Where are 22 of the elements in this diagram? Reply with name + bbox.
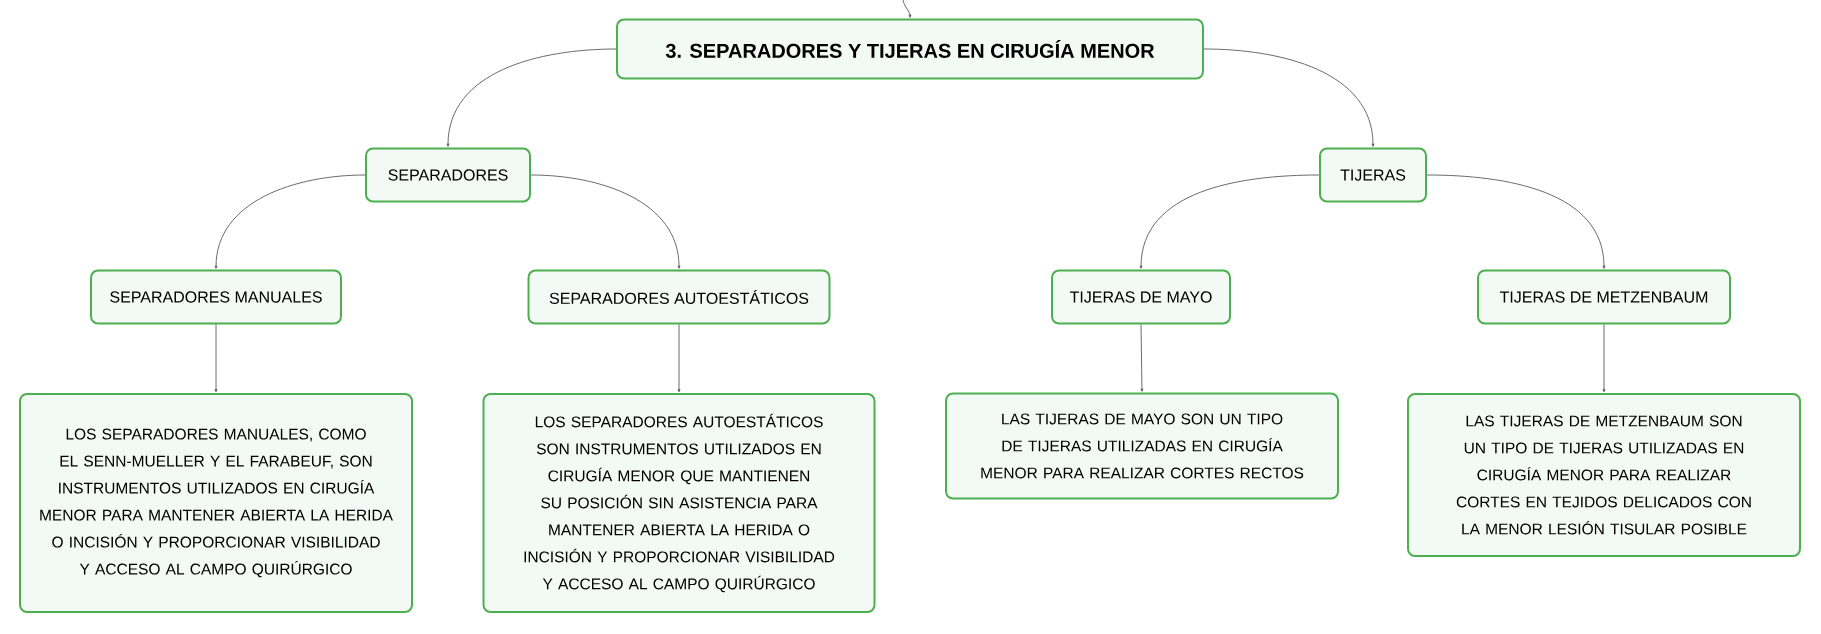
connector-arrow [1602,324,1606,393]
subtopic-box: SEPARADORES MANUALES [90,269,342,325]
connector-arrow [214,174,366,269]
connector-arrow [1426,174,1606,269]
connector-arrow [446,48,617,147]
description-box: LAS TIJERAS DE METZENBAUM SON UN TIPO DE TIJERAS UTILIZADAS EN CIRUGÍA MENOR PARA REALIZAR CORTES EN TEJIDOS DELICADOS CON LA MENOR LESIÓN TISULAR POSIBLE [1407,393,1801,557]
subtopic-box: SEPARADORES AUTOESTÁTICOS [527,269,831,325]
connector-arrow [1139,174,1320,269]
subtopic-box: TIJERAS [1319,147,1427,203]
description-box: LOS SEPARADORES MANUALES, COMO EL SENN-MUELLER Y EL FARABEUF, SON INSTRUMENTOS UTILIZADOS EN CIRUGÍA MENOR PARA MANTENER ABIERTA LA HERIDA O INCISIÓN Y PROPORCIONAR VISIBILIDAD Y ACCESO AL CAMPO QUIRÚRGICO [19,393,413,613]
connector-arrow [1203,48,1375,147]
connector-arrow [530,174,681,269]
subtopic-box: TIJERAS DE MAYO [1051,269,1231,325]
connector-arrow [902,0,912,18]
connector-arrow [1140,324,1144,392]
subtopic-box: TIJERAS DE METZENBAUM [1477,269,1731,325]
topic-box: 3. SEPARADORES Y TIJERAS EN CIRUGÍA MENOR [616,18,1204,80]
subtopic-box: SEPARADORES [365,147,531,203]
connector-arrow [214,324,218,393]
connector-arrow [677,324,681,393]
description-box: LAS TIJERAS DE MAYO SON UN TIPO DE TIJERAS UTILIZADAS EN CIRUGÍA MENOR PARA REALIZAR CORTES RECTOS [945,392,1339,500]
description-box: LOS SEPARADORES AUTOESTÁTICOS SON INSTRUMENTOS UTILIZADOS EN CIRUGÍA MENOR QUE MANTIENEN SU POSICIÓN SIN ASISTENCIA PARA MANTENER ABIERTA LA HERIDA O INCISIÓN Y PROPORCIONAR VISIBILIDAD Y ACCESO AL CAMPO QUIRÚRGICO [482,393,876,613]
